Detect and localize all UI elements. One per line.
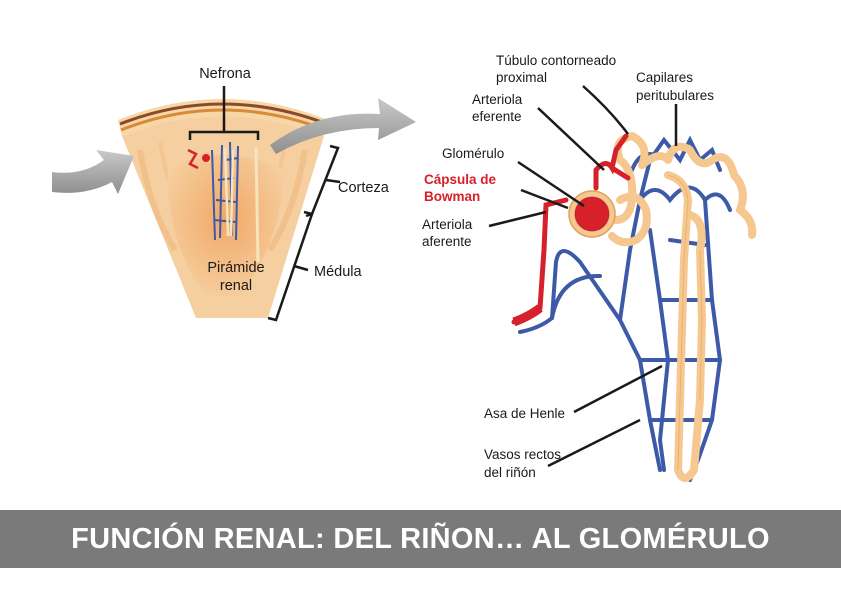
banner-title: FUNCIÓN RENAL: DEL RIÑON… AL GLOMÉRULO — [71, 522, 770, 555]
bowman-capsule — [568, 190, 616, 238]
label-capilares-2: peritubulares — [636, 88, 714, 103]
label-corteza: Corteza — [338, 180, 390, 196]
label-piramide-2: renal — [220, 278, 252, 294]
label-asa-henle: Asa de Henle — [484, 406, 565, 421]
label-glomerulo: Glomérulo — [442, 146, 504, 161]
label-arteriola-af-1: Arteriola — [422, 217, 473, 232]
label-arteriola-ef-1: Arteriola — [472, 92, 523, 107]
label-vasos-2: del riñón — [484, 465, 536, 480]
leader-lines — [488, 85, 678, 468]
label-vasos-1: Vasos rectos — [484, 447, 561, 462]
mini-nephron — [187, 141, 260, 263]
title-banner: FUNCIÓN RENAL: DEL RIÑON… AL GLOMÉRULO — [0, 510, 841, 568]
label-arteriola-af-2: aferente — [422, 234, 472, 249]
label-tubulo-1: Túbulo contorneado — [496, 53, 616, 68]
label-piramide-1: Pirámide — [207, 260, 264, 276]
kidney-wedge — [118, 99, 328, 318]
nefrona-bracket — [188, 86, 260, 140]
label-capsula-2: Bowman — [424, 189, 480, 204]
label-nefrona: Nefrona — [199, 66, 252, 82]
renal-diagram: Nefrona Corteza Médula Pirámide renal Tú… — [52, 53, 757, 482]
label-arteriola-ef-2: eferente — [472, 109, 522, 124]
label-tubulo-2: proximal — [496, 70, 547, 85]
label-capilares-1: Capilares — [636, 70, 693, 85]
arrow-to-nephron — [270, 98, 416, 154]
arrow-into-kidney — [52, 150, 134, 194]
arterial-vessels — [511, 133, 631, 325]
zones-bracket — [267, 144, 341, 322]
nephron-illustration — [511, 132, 757, 482]
label-medula: Médula — [314, 264, 362, 280]
label-capsula-1: Cápsula de — [424, 172, 497, 187]
